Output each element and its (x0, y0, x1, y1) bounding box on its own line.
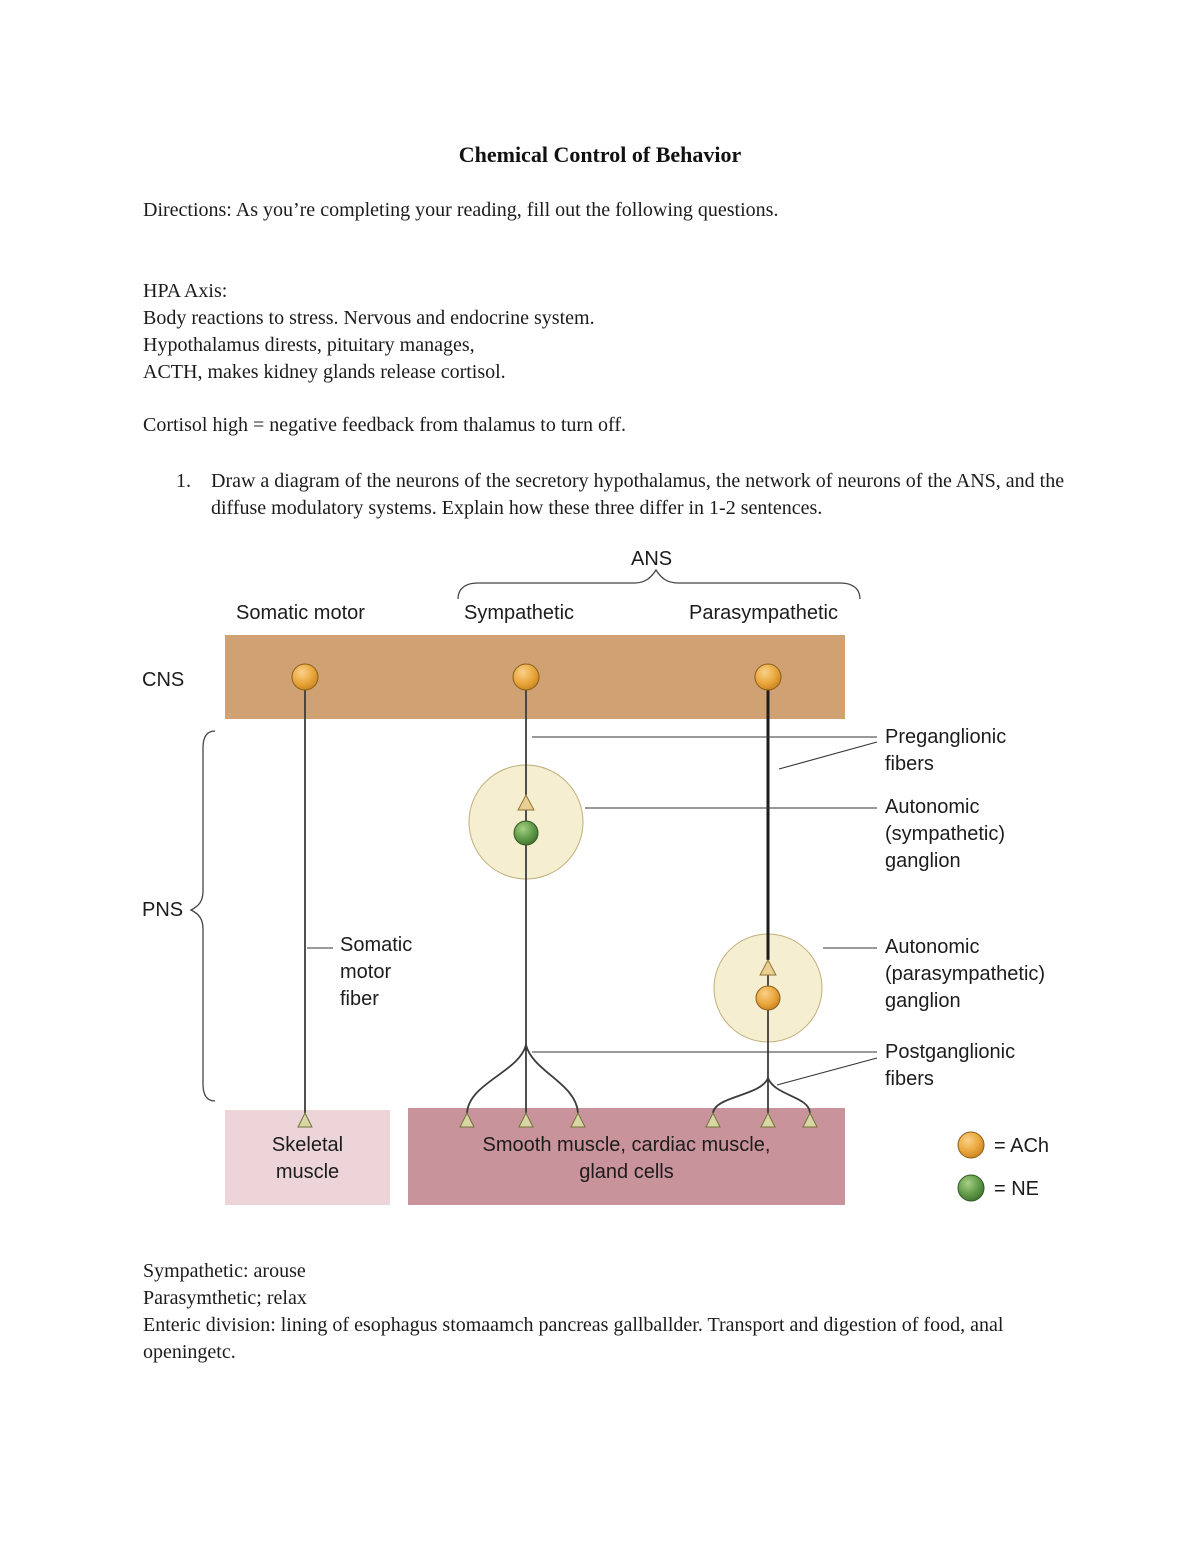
summary-line-enteric: Enteric division: lining of esophagus st… (143, 1314, 1004, 1363)
directions-text: Directions: As you’re completing your re… (143, 199, 779, 221)
smooth-muscle-label: Smooth muscle, cardiac muscle, gland cel… (482, 1134, 771, 1183)
preganglionic-fibers-label: Preganglionic fibers (885, 726, 1007, 775)
column-header-sympathetic: Sympathetic (464, 602, 575, 624)
legend-ne-label: = NE (994, 1178, 1040, 1200)
column-header-somatic-motor: Somatic motor (236, 602, 365, 624)
axon-terminal-triangles (297, 1111, 818, 1128)
legend-ach-label: = ACh (994, 1135, 1050, 1157)
autonomic-parasympathetic-ganglion-label: Autonomic (parasympathetic) ganglion (885, 936, 1046, 1012)
skeletal-muscle-label: Skeletal muscle (271, 1134, 344, 1183)
autonomic-sympathetic-ganglion-label: Autonomic (sympathetic) ganglion (885, 796, 1006, 872)
synapse-triangle-sympathetic-ganglion (517, 793, 535, 811)
hpa-notes: HPA Axis: Body reactions to stress. Nerv… (143, 278, 595, 386)
somatic-motor-fiber-label: Somatic motor fiber (340, 934, 413, 1010)
postganglionic-leader-lines (532, 1051, 878, 1086)
page-title: Chemical Control of Behavior (458, 142, 742, 167)
legend-ne-circle-icon (957, 1174, 985, 1202)
hpa-line-3: Hypothalamus dirests, pituitary manages, (143, 334, 475, 356)
summary-line-parasympathetic: Parasymthetic; relax (143, 1287, 307, 1309)
ans-diagram: ANS Somatic motor Sympathetic Parasympat… (0, 545, 1200, 1215)
ans-brace (457, 568, 861, 600)
cortisol-note: Cortisol high = negative feedback from t… (143, 414, 627, 436)
synapse-triangle-parasympathetic-ganglion (759, 958, 777, 976)
preganglionic-leader-lines (532, 736, 878, 770)
hpa-line-4: ACTH, makes kidney glands release cortis… (143, 361, 506, 383)
hpa-line-1: HPA Axis: (143, 280, 228, 302)
ach-soma-somatic (291, 663, 319, 691)
cns-label: CNS (142, 669, 185, 691)
ach-soma-parasympathetic (754, 663, 782, 691)
parasympathetic-postganglionic-branches (712, 975, 811, 1114)
ans-diagram-figure (189, 568, 985, 1205)
ach-soma-sympathetic (512, 663, 540, 691)
ne-soma-sympathetic-ganglion (513, 820, 539, 846)
pns-brace (189, 730, 216, 1102)
ans-heading: ANS (631, 548, 673, 570)
question-number: 1. (176, 470, 191, 492)
sympathetic-postganglionic-branches (466, 1044, 579, 1114)
column-header-parasympathetic: Parasympathetic (689, 602, 838, 624)
ach-soma-parasympathetic-ganglion (755, 985, 781, 1011)
summary-line-sympathetic: Sympathetic: arouse (143, 1260, 306, 1282)
summary-notes: Sympathetic: arouse Parasymthetic; relax… (143, 1258, 1063, 1366)
hpa-line-2: Body reactions to stress. Nervous and en… (143, 307, 595, 329)
pns-label: PNS (142, 899, 184, 921)
question-text: Draw a diagram of the neurons of the sec… (211, 470, 1065, 519)
postganglionic-fibers-label: Postganglionic fibers (885, 1041, 1016, 1090)
legend-ach-circle-icon (957, 1131, 985, 1159)
